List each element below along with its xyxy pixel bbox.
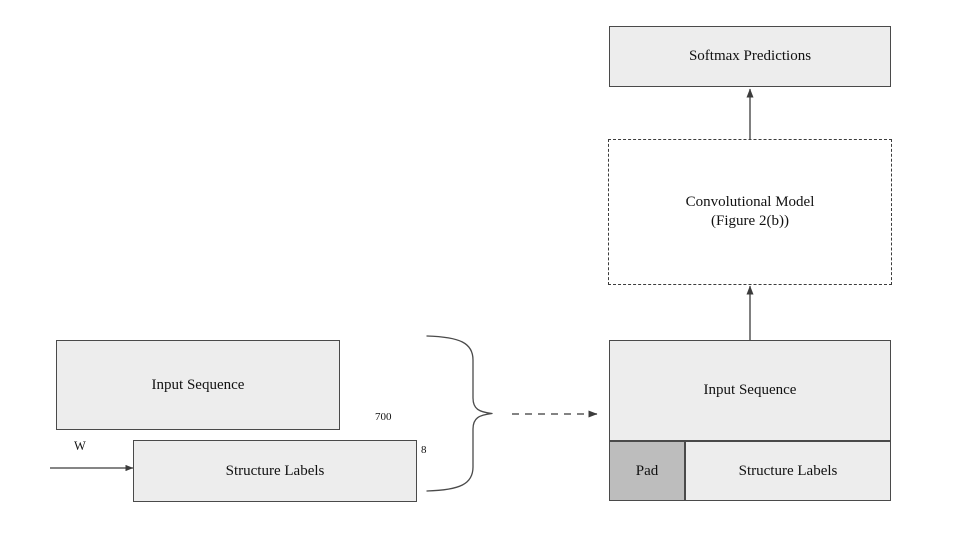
right-structure-labels-box: Structure Labels <box>685 441 891 501</box>
height-annotation-8: 8 <box>421 444 427 456</box>
softmax-predictions-box: Softmax Predictions <box>609 26 891 87</box>
input-edge-label-w: W <box>74 439 86 453</box>
left-input-sequence-box: Input Sequence <box>56 340 340 430</box>
left-structure-labels-label: Structure Labels <box>225 462 325 479</box>
grouping-brace <box>426 335 493 492</box>
softmax-predictions-label: Softmax Predictions <box>688 48 812 65</box>
left-input-sequence-label: Input Sequence <box>151 376 245 393</box>
pad-label: Pad <box>635 462 659 479</box>
left-structure-labels-box: Structure Labels <box>133 440 417 502</box>
pad-box: Pad <box>609 441 685 501</box>
convolutional-model-label: Convolutional Model (Figure 2(b)) <box>685 194 815 229</box>
convolutional-model-box: Convolutional Model (Figure 2(b)) <box>608 139 892 285</box>
right-input-sequence-label: Input Sequence <box>703 382 797 399</box>
right-input-sequence-box: Input Sequence <box>609 340 891 441</box>
width-annotation-700: 700 <box>375 411 392 423</box>
right-structure-labels-label: Structure Labels <box>738 462 838 479</box>
